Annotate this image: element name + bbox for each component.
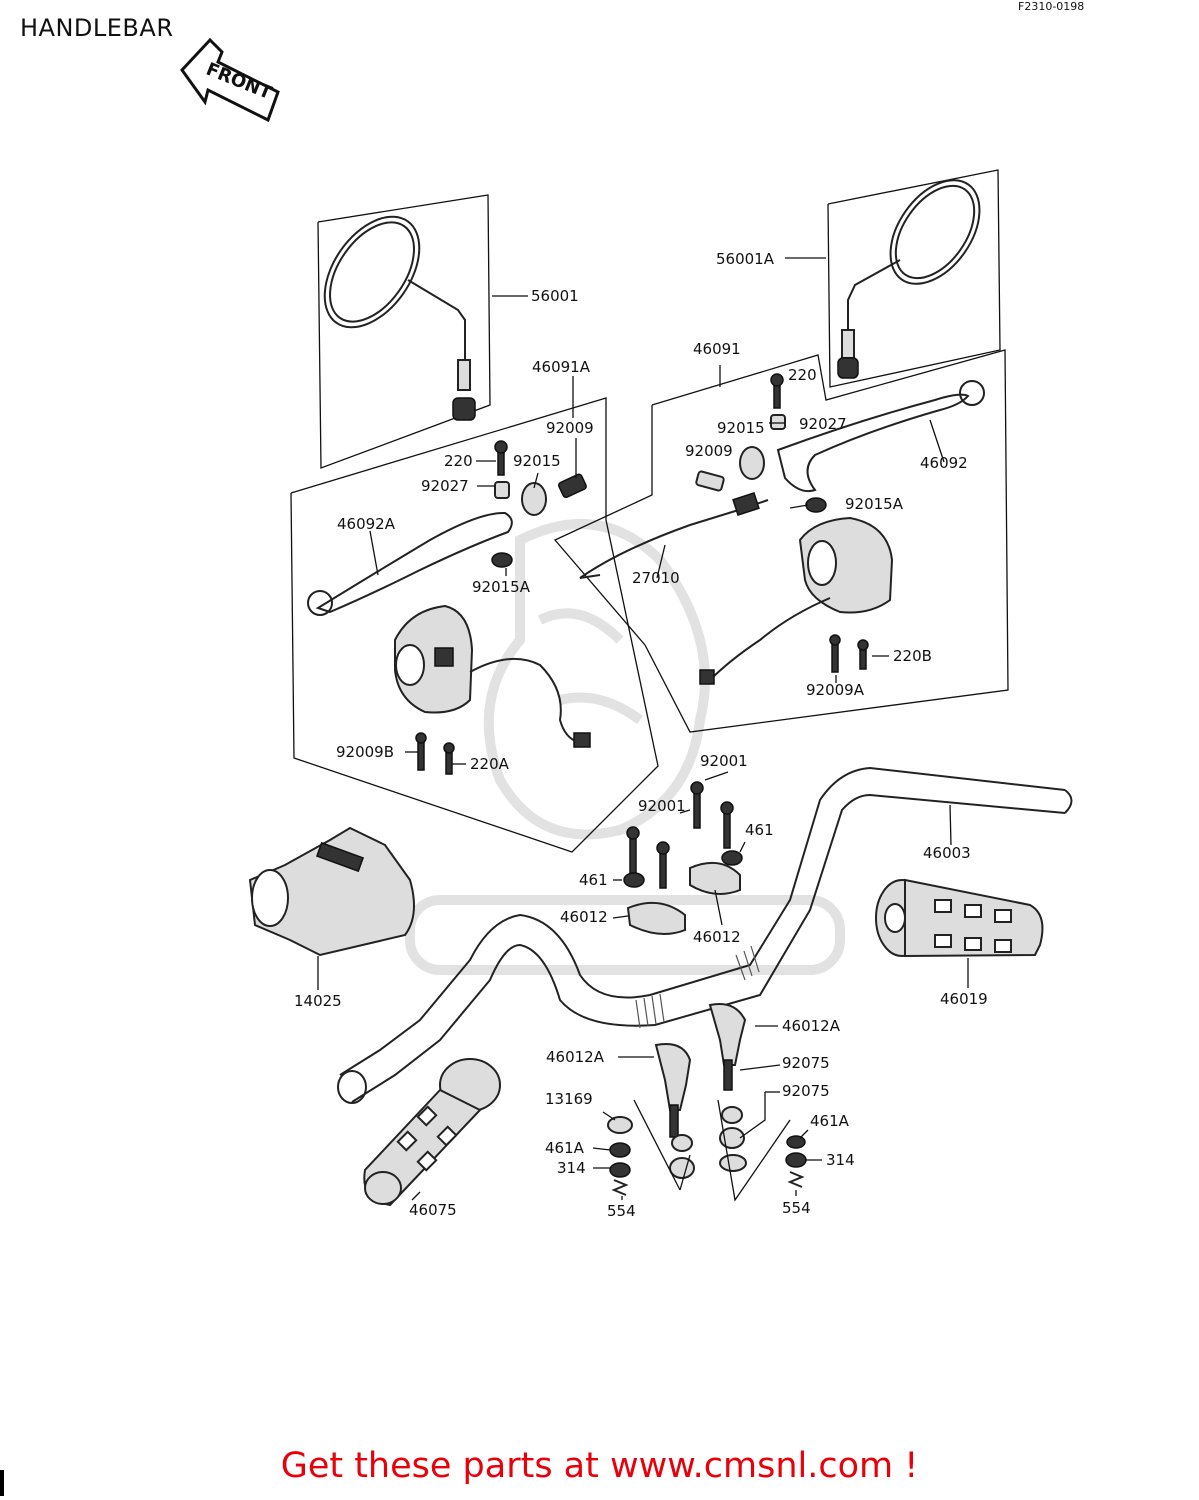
grip-46019 (875, 878, 1044, 988)
callout-46091A: 46091A (532, 358, 591, 376)
callout-14025: 14025 (294, 992, 342, 1010)
callout-314-left: 314 (557, 1159, 586, 1177)
callout-92015-left: 92015 (513, 452, 561, 470)
callout-46092A: 46092A (337, 515, 396, 533)
callout-92009B: 92009B (336, 743, 394, 761)
callout-92075-a: 92075 (782, 1054, 830, 1072)
callout-220B: 220B (893, 647, 932, 665)
callout-92015-right: 92015 (717, 419, 765, 437)
callout-92027-right: 92027 (799, 415, 847, 433)
callout-56001: 56001 (531, 287, 579, 305)
callout-labels: 56001 56001A 46091A 46091 92009 220 9201… (294, 250, 988, 1220)
callout-46091: 46091 (693, 340, 741, 358)
callout-461-left: 461 (579, 871, 608, 889)
callout-92027-left: 92027 (421, 477, 469, 495)
upper-clamps (612, 771, 746, 935)
callout-92001-b: 92001 (638, 797, 686, 815)
callout-56001A: 56001A (716, 250, 775, 268)
callout-461A-right: 461A (810, 1112, 850, 1130)
callout-27010: 27010 (632, 569, 680, 587)
right-lever-assembly (553, 349, 1009, 733)
callout-220-right: 220 (788, 366, 817, 384)
parts-shop-link[interactable]: Get these parts at www.cmsnl.com ! (280, 1446, 919, 1486)
callout-461-right: 461 (745, 821, 774, 839)
right-mirror-assembly (785, 169, 1001, 388)
left-mirror-assembly (317, 194, 528, 469)
page-title: HANDLEBAR (20, 14, 174, 42)
callout-46012A-left: 46012A (546, 1048, 605, 1066)
footer-marker (0, 1470, 4, 1496)
callout-554-left: 554 (607, 1202, 636, 1220)
figure-code: F2310-0198 (1018, 0, 1085, 13)
callout-220A: 220A (470, 755, 510, 773)
callout-46012A-right: 46012A (782, 1017, 841, 1035)
callout-92015A-right: 92015A (845, 495, 904, 513)
callout-92075-b: 92075 (782, 1082, 830, 1100)
handlebar-tube (337, 766, 1073, 1104)
callout-92009-left: 92009 (546, 419, 594, 437)
lower-clamps (592, 1003, 822, 1202)
callout-46075: 46075 (409, 1201, 457, 1219)
callout-220-left: 220 (444, 452, 473, 470)
left-lever-assembly (290, 376, 659, 853)
callout-92009A: 92009A (806, 681, 865, 699)
callout-46003: 46003 (923, 844, 971, 862)
callout-461A-left: 461A (545, 1139, 585, 1157)
cover-14025 (248, 826, 415, 990)
callout-46092: 46092 (920, 454, 968, 472)
callout-554-right: 554 (782, 1199, 811, 1217)
callout-46019: 46019 (940, 990, 988, 1008)
callout-46012-right: 46012 (693, 928, 741, 946)
callout-92001-a: 92001 (700, 752, 748, 770)
callout-46012-left: 46012 (560, 908, 608, 926)
callout-314-right: 314 (826, 1151, 855, 1169)
callout-92009-right: 92009 (685, 442, 733, 460)
watermark (405, 519, 845, 975)
grip-46075 (363, 1058, 501, 1207)
front-arrow-icon: FRONT (180, 37, 280, 123)
callout-13169: 13169 (545, 1090, 593, 1108)
callout-92015A-left: 92015A (472, 578, 531, 596)
